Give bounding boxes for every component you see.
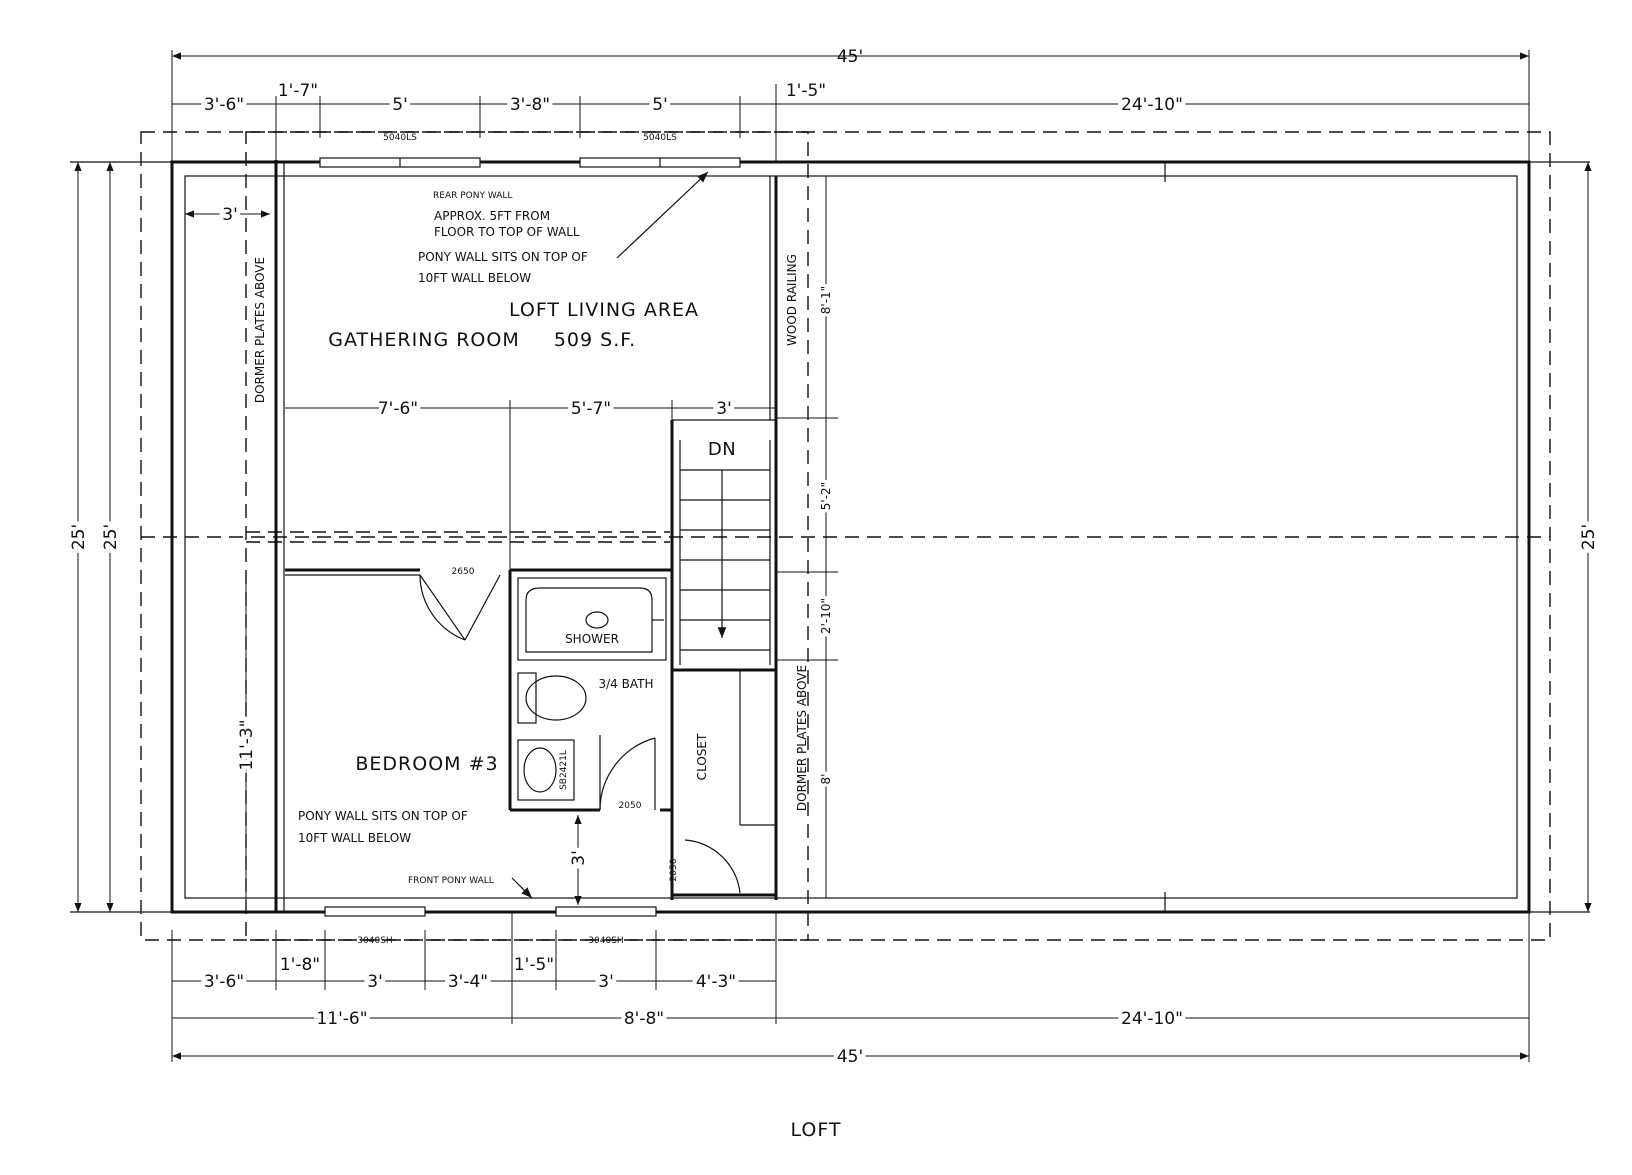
dim-left-inner: 25'	[101, 524, 121, 550]
window-tag: 3040SH	[357, 936, 392, 946]
window-tag: 5040LS	[643, 133, 677, 143]
closet-label: CLOSET	[695, 733, 709, 780]
dim-right-c: 2'-10"	[819, 598, 833, 634]
pony-sits-note-2-line1: PONY WALL SITS ON TOP OF	[298, 809, 468, 823]
pony-sits-note-1-line2: 10FT WALL BELOW	[418, 271, 531, 285]
loft-living-area-label: LOFT LIVING AREA	[509, 299, 699, 321]
leader-arrow	[511, 877, 533, 899]
dim-left-outer: 25'	[69, 524, 89, 550]
dim-bottom-mid-3: 24'-10"	[1121, 1009, 1183, 1029]
dim-right-b: 5'-2"	[819, 482, 833, 510]
dim-left-clear: 3'	[222, 205, 238, 225]
interior-walls	[274, 160, 778, 912]
pony-sits-note-2-line2: 10FT WALL BELOW	[298, 831, 411, 845]
sink-tag: SB2421L	[559, 750, 569, 790]
window-tag: 3040SH	[588, 936, 623, 946]
shower: SHOWER	[517, 577, 667, 661]
stair-down-label: DN	[708, 439, 736, 460]
dimensions-interior: 7'-6" 5'-7" 3' 3' 11'-3" 3'	[185, 201, 776, 908]
dim-bottom-3: 3'	[367, 972, 383, 992]
dim-top-3: 5'	[392, 95, 408, 115]
shower-label: SHOWER	[565, 632, 619, 646]
leader-arrow	[616, 171, 709, 259]
sink: SB2421L	[517, 739, 575, 801]
bedroom-label: BEDROOM #3	[355, 753, 498, 775]
dim-bottom-7: 4'-3"	[696, 972, 736, 992]
door-tag: 2050	[619, 801, 642, 811]
dormer-plates-left-note: DORMER PLATES ABOVE	[253, 257, 267, 403]
rear-pony-wall-note: REAR PONY WALL	[433, 191, 512, 201]
dim-bottom-2: 1'-8"	[280, 955, 320, 975]
window-rear-1: 5040LS	[319, 133, 481, 168]
stairs: DN	[679, 439, 771, 665]
dim-int-1: 7'-6"	[378, 399, 418, 419]
dormer-plates-right-note: DORMER PLATES ABOVE	[795, 665, 809, 811]
dim-right-a: 8'-1"	[819, 286, 833, 314]
window-rear-2: 5040LS	[579, 133, 741, 168]
gathering-room-label: GATHERING ROOM	[328, 329, 519, 351]
dim-bottom-mid-2: 8'-8"	[624, 1009, 664, 1029]
door-tag: 2650	[452, 567, 475, 577]
dim-int-2: 5'-7"	[571, 399, 611, 419]
dim-bottom-6: 3'	[598, 972, 614, 992]
dim-overall-bottom: 45'	[837, 1047, 863, 1067]
door-bedroom: 2650	[419, 567, 501, 641]
pony-sits-note-1-line1: PONY WALL SITS ON TOP OF	[418, 250, 588, 264]
window-front-1: 3040SH	[324, 906, 426, 946]
dim-bottom-mid-1: 11'-6"	[316, 1009, 367, 1029]
rear-note-line2: FLOOR TO TOP OF WALL	[434, 225, 580, 239]
dim-top-6: 1'-5"	[786, 81, 826, 101]
dim-top-7: 24'-10"	[1121, 95, 1183, 115]
dim-bath-gap: 3'	[569, 850, 589, 866]
dim-bottom-1: 3'-6"	[204, 972, 244, 992]
window-front-2: 3040SH	[555, 906, 657, 946]
dim-overall-top: 45'	[837, 47, 863, 67]
bath-label: 3/4 BATH	[599, 677, 654, 691]
door-tag: 2050	[669, 858, 679, 881]
dim-bottom-5: 1'-5"	[514, 955, 554, 975]
dimensions-top: 45' 3'-6" 1'-7" 5' 3'-8" 5' 1'-5" 24'-10…	[171, 47, 1530, 162]
toilet	[517, 672, 587, 724]
gathering-room-area: 509 S.F.	[554, 329, 636, 351]
wood-railing-note: WOOD RAILING	[785, 254, 799, 346]
door-closet: 2050	[669, 839, 741, 895]
dimensions-bottom: 3'-6" 1'-8" 3' 3'-4" 1'-5" 3' 4'-3" 11'-…	[171, 912, 1530, 1071]
front-pony-wall-note: FRONT PONY WALL	[408, 876, 494, 886]
dim-int-3: 3'	[716, 399, 732, 419]
exterior-walls	[70, 160, 1590, 914]
window-tag: 5040LS	[383, 133, 417, 143]
dimensions-side: 25' 25' 25' 8'-1" 5'-2" 2'-10" 8'	[65, 162, 1603, 912]
dim-right-d: 8'	[819, 774, 833, 785]
door-bath: 2050	[599, 735, 656, 811]
dim-top-4: 3'-8"	[510, 95, 550, 115]
dim-right: 25'	[1579, 524, 1599, 550]
drawing-title: LOFT	[790, 1119, 841, 1141]
dim-bottom-4: 3'-4"	[448, 972, 488, 992]
dim-bedroom-height: 11'-3"	[237, 719, 257, 770]
dim-top-5: 5'	[652, 95, 668, 115]
roof-outline-dashed	[140, 131, 1551, 941]
dim-top-1: 3'-6"	[204, 95, 244, 115]
dim-top-2: 1'-7"	[278, 81, 318, 101]
rear-note-line1: APPROX. 5FT FROM	[434, 209, 550, 223]
